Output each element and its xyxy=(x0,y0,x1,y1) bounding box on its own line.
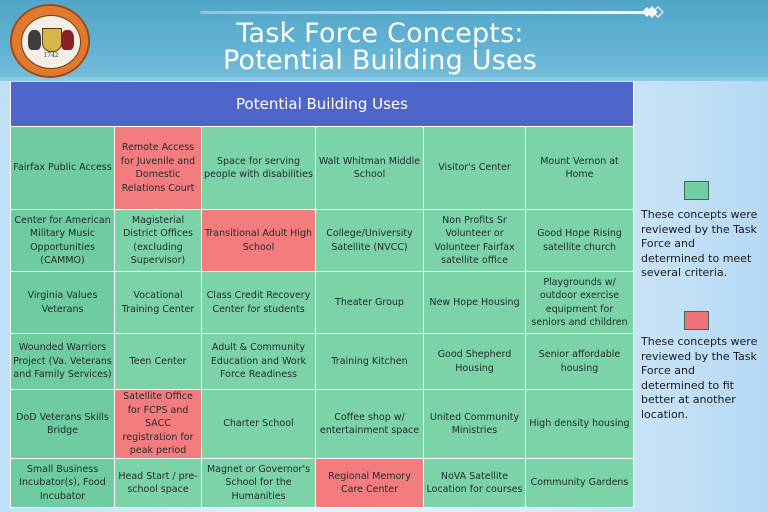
legend-red-swatch xyxy=(684,311,709,330)
table-cell: Satellite Office for FCPS and SACC regis… xyxy=(114,389,202,459)
table-row: Fairfax Public Access Remote Access for … xyxy=(10,126,634,210)
shield-icon xyxy=(42,28,62,52)
table-cell: Transitional Adult High School xyxy=(201,209,316,272)
table-cell: Class Credit Recovery Center for student… xyxy=(201,271,316,334)
table-cell: Walt Whitman Middle School xyxy=(315,126,424,210)
title-line-1: Task Force Concepts: xyxy=(236,18,524,49)
table-cell: Remote Access for Juvenile and Domestic … xyxy=(114,126,202,210)
table-cell: Small Business Incubator(s), Food Incuba… xyxy=(10,458,115,508)
table-cell: Training Kitchen xyxy=(315,333,424,390)
table-cell: Center for American Military Music Oppor… xyxy=(10,209,115,272)
table-cell: Coffee shop w/ entertainment space xyxy=(315,389,424,459)
table-cell: Visitor's Center xyxy=(423,126,526,210)
table-row: Center for American Military Music Oppor… xyxy=(10,209,634,272)
table-cell: DoD Veterans Skills Bridge xyxy=(10,389,115,459)
table-cell: Adult & Community Education and Work For… xyxy=(201,333,316,390)
table-cell: Wounded Warriors Project (Va. Veterans a… xyxy=(10,333,115,390)
building-uses-table: Potential Building Uses Fairfax Public A… xyxy=(10,82,634,508)
table-cell: Regional Memory Care Center xyxy=(315,458,424,508)
table-cell: Charter School xyxy=(201,389,316,459)
table-cell: United Community Ministries xyxy=(423,389,526,459)
table-cell: Vocational Training Center xyxy=(114,271,202,334)
table-cell: Fairfax Public Access xyxy=(10,126,115,210)
table-cell: Head Start / pre-school space xyxy=(114,458,202,508)
table-cell: New Hope Housing xyxy=(423,271,526,334)
legend-green-text: These concepts were reviewed by the Task… xyxy=(641,208,758,279)
table-cell: Theater Group xyxy=(315,271,424,334)
table-cell: High density housing xyxy=(525,389,634,459)
table-cell: Community Gardens xyxy=(525,458,634,508)
table-cell: NoVA Satellite Location for courses xyxy=(423,458,526,508)
decorative-diamonds-icon xyxy=(642,6,664,18)
table-row: Small Business Incubator(s), Food Incuba… xyxy=(10,458,634,508)
table-cell: Magisterial District Offices (excluding … xyxy=(114,209,202,272)
table-cell: Senior affordable housing xyxy=(525,333,634,390)
table-row: Virginia Values Veterans Vocational Trai… xyxy=(10,271,634,334)
table-cell: Teen Center xyxy=(114,333,202,390)
table-cell: Magnet or Governor's School for the Huma… xyxy=(201,458,316,508)
table-cell: College/University Satellite (NVCC) xyxy=(315,209,424,272)
building-uses-table-container: Potential Building Uses Fairfax Public A… xyxy=(10,82,634,508)
table-cell: Playgrounds w/ outdoor exercise equipmen… xyxy=(525,271,634,334)
table-cell: Non Profits Sr Volunteer or Volunteer Fa… xyxy=(423,209,526,272)
seal-year: 1742 xyxy=(43,52,59,59)
title-line-2: Potential Building Uses xyxy=(222,45,538,76)
header-divider xyxy=(0,77,768,81)
decorative-line xyxy=(200,11,648,14)
fairfax-county-seal-icon: 1742 xyxy=(21,15,81,69)
table-cell: Virginia Values Veterans xyxy=(10,271,115,334)
page-title: Task Force Concepts: Potential Building … xyxy=(180,20,580,74)
table-cell: Good Hope Rising satellite church xyxy=(525,209,634,272)
county-seal-logo: 1742 xyxy=(10,4,90,78)
lion-icon xyxy=(28,30,41,50)
table-row: Wounded Warriors Project (Va. Veterans a… xyxy=(10,333,634,390)
legend-red-text: These concepts were reviewed by the Task… xyxy=(641,335,758,421)
table-row: DoD Veterans Skills Bridge Satellite Off… xyxy=(10,389,634,459)
table-cell: Mount Vernon at Home xyxy=(525,126,634,210)
table-cell: Good Shepherd Housing xyxy=(423,333,526,390)
table-cell: Space for serving people with disabiliti… xyxy=(201,126,316,210)
horse-icon xyxy=(61,30,74,50)
table-header-row: Potential Building Uses xyxy=(10,82,634,127)
legend-green-swatch xyxy=(684,181,709,200)
table-header: Potential Building Uses xyxy=(10,82,634,127)
